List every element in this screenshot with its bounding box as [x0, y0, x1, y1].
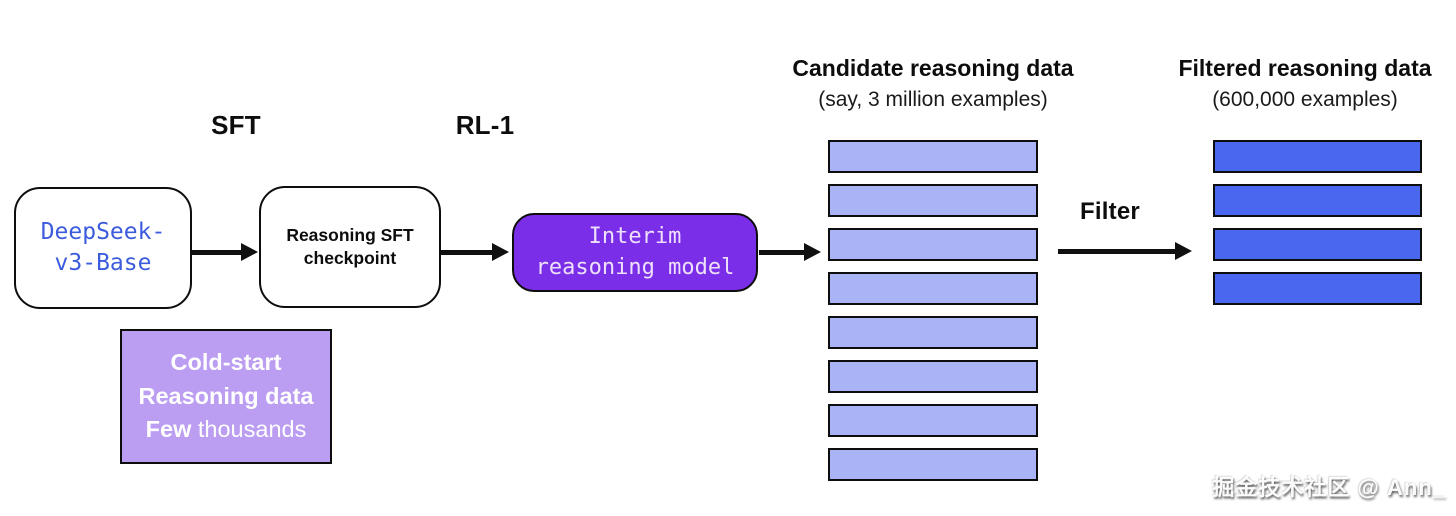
filtered-title: Filtered reasoning data	[1178, 55, 1432, 81]
candidate-bar	[828, 228, 1038, 261]
arrow-shaft	[759, 249, 804, 255]
deepseek-v3-base-node: DeepSeek- v3-Base	[14, 187, 192, 309]
cold-start-data-node: Cold-start Reasoning data Few thousands	[120, 329, 332, 464]
reasoning-sft-checkpoint-node: Reasoning SFT checkpoint	[259, 186, 441, 308]
filtered-header: Filtered reasoning data (600,000 example…	[1093, 55, 1456, 112]
candidate-bar-stack	[828, 140, 1038, 481]
deepseek-node-label-line1: DeepSeek-	[40, 218, 166, 245]
candidate-bar	[828, 272, 1038, 305]
candidate-bar	[828, 184, 1038, 217]
filtered-bar	[1213, 184, 1422, 217]
candidate-bar	[828, 404, 1038, 437]
coldstart-label-line3: Few thousands	[145, 416, 307, 443]
arrow-head-icon	[492, 243, 509, 261]
interim-label-line2: reasoning model	[535, 254, 735, 280]
arrow-head-icon	[241, 243, 258, 261]
interim-reasoning-model-node: Interim reasoning model	[512, 213, 758, 292]
arrow-filter	[1058, 242, 1192, 260]
interim-label-line1: Interim	[588, 223, 682, 249]
coldstart-label-line2: Reasoning data	[138, 382, 314, 409]
coldstart-label-line1: Cold-start	[170, 349, 282, 376]
arrow-head-icon	[1175, 242, 1192, 260]
filtered-bar	[1213, 228, 1422, 261]
sft-stage-label: SFT	[211, 110, 261, 140]
candidate-bar	[828, 316, 1038, 349]
filtered-bar	[1213, 272, 1422, 305]
candidate-bar	[828, 140, 1038, 173]
filtered-bar-stack	[1213, 140, 1422, 305]
candidate-title: Candidate reasoning data	[792, 55, 1074, 81]
deepseek-node-label-line2: v3-Base	[54, 250, 152, 276]
sft-checkpoint-label-line2: checkpoint	[303, 248, 397, 268]
candidate-bar	[828, 360, 1038, 393]
arrow-shaft	[441, 249, 492, 255]
filter-stage-label: Filter	[1080, 198, 1140, 225]
rl1-stage-label: RL-1	[455, 110, 515, 140]
candidate-header: Candidate reasoning data (say, 3 million…	[713, 55, 1153, 112]
arrow-shaft	[1058, 248, 1175, 254]
arrow-deepseek-to-checkpoint	[192, 243, 258, 261]
candidate-bar	[828, 448, 1038, 481]
filtered-subtitle: (600,000 examples)	[1212, 87, 1398, 111]
candidate-subtitle: (say, 3 million examples)	[818, 87, 1048, 111]
sft-checkpoint-label-line1: Reasoning SFT	[286, 225, 414, 246]
arrow-checkpoint-to-interim	[441, 243, 509, 261]
watermark: 掘金技术社区 @ Ann_	[1212, 475, 1446, 500]
arrow-interim-to-candidate	[759, 243, 821, 261]
arrow-head-icon	[804, 243, 821, 261]
arrow-shaft	[192, 249, 241, 255]
filtered-bar	[1213, 140, 1422, 173]
